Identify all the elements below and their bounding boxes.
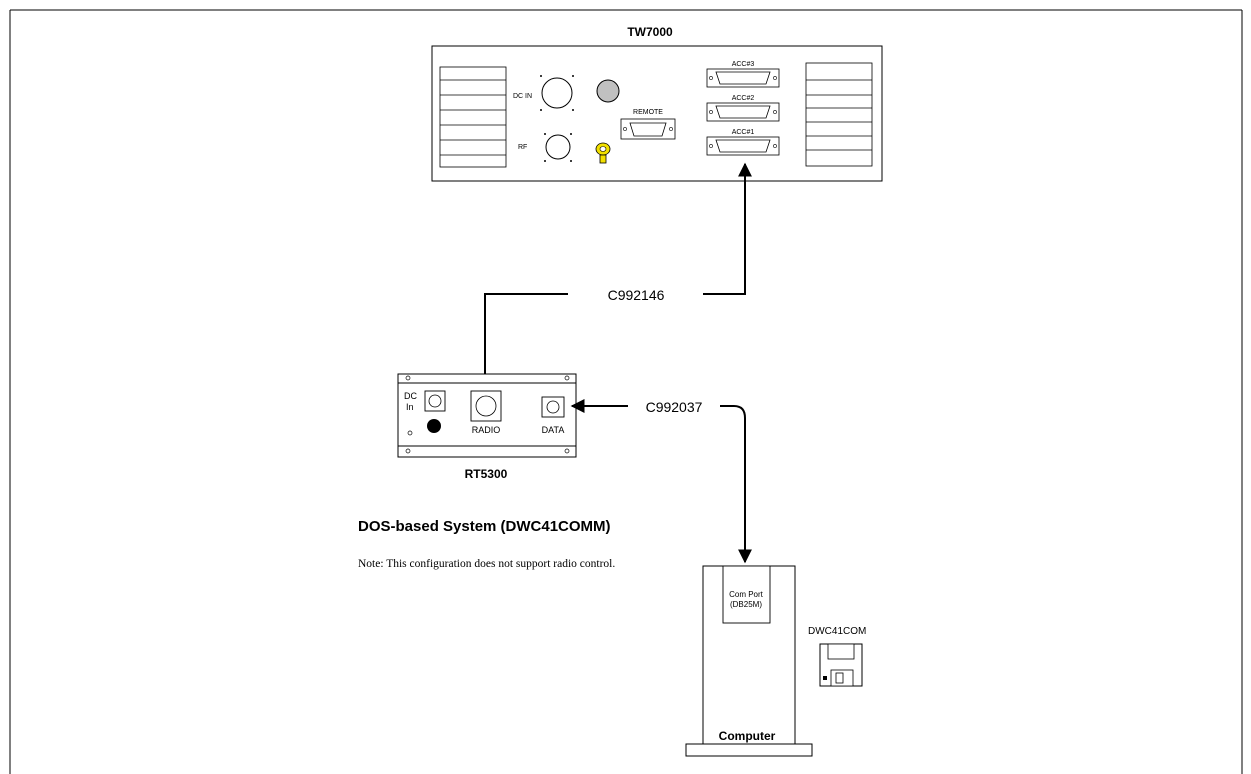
rt5300-dc-in-jack <box>424 390 446 412</box>
com-port-label-2: (DB25M) <box>730 600 762 609</box>
rt5300-dc-label-2: In <box>406 402 414 412</box>
tw7000-ground-lug-icon <box>595 142 611 164</box>
floppy-label: DWC41COM <box>808 626 866 637</box>
tw7000-dc-in-connector <box>540 75 574 111</box>
tw7000-acc2-connector <box>706 102 780 122</box>
rt5300-dc-label-1: DC <box>404 391 417 401</box>
rt5300-data-jack <box>541 396 565 418</box>
tw7000-acc3-connector <box>706 68 780 88</box>
com-port-label-1: Com Port <box>729 590 764 599</box>
tw7000-remote-connector <box>620 118 676 140</box>
tw7000-dc-in-label: DC IN <box>513 93 532 100</box>
tw7000-acc1-label: ACC#1 <box>732 129 755 136</box>
system-note: Note: This configuration does not suppor… <box>358 558 616 570</box>
tw7000-rf-connector <box>544 133 572 162</box>
tw7000-title: TW7000 <box>627 25 673 39</box>
rt5300-unit: DC In RADIO DATA RT5300 <box>397 373 577 481</box>
system-heading: DOS-based System (DWC41COMM) <box>358 518 611 535</box>
cable-c992037: C992037 <box>570 399 752 564</box>
rt5300-data-label: DATA <box>542 425 565 435</box>
page-frame <box>9 9 1243 774</box>
cable-c992146-label: C992146 <box>608 287 665 303</box>
cable-c992146: C992146 <box>478 162 752 388</box>
tw7000-rf-label: RF <box>518 144 527 151</box>
rt5300-power-button-icon <box>427 419 441 433</box>
tw7000-acc3-label: ACC#3 <box>732 61 755 68</box>
rt5300-title: RT5300 <box>465 467 508 481</box>
computer-unit: Com Port (DB25M) Computer <box>685 565 813 757</box>
rt5300-radio-label: RADIO <box>472 425 501 435</box>
cable-c992037-label: C992037 <box>646 399 703 415</box>
rt5300-radio-jack <box>470 390 502 422</box>
tw7000-unit: TW7000 DC <box>431 25 883 182</box>
tw7000-acc2-label: ACC#2 <box>732 95 755 102</box>
tw7000-acc1-connector <box>706 136 780 156</box>
tw7000-remote-label: REMOTE <box>633 109 663 116</box>
tw7000-right-vent <box>805 62 873 167</box>
tw7000-left-vent <box>439 66 507 168</box>
tw7000-knob-icon <box>596 79 620 103</box>
computer-title: Computer <box>719 729 776 743</box>
floppy-disk-icon: DWC41COM <box>808 626 866 687</box>
